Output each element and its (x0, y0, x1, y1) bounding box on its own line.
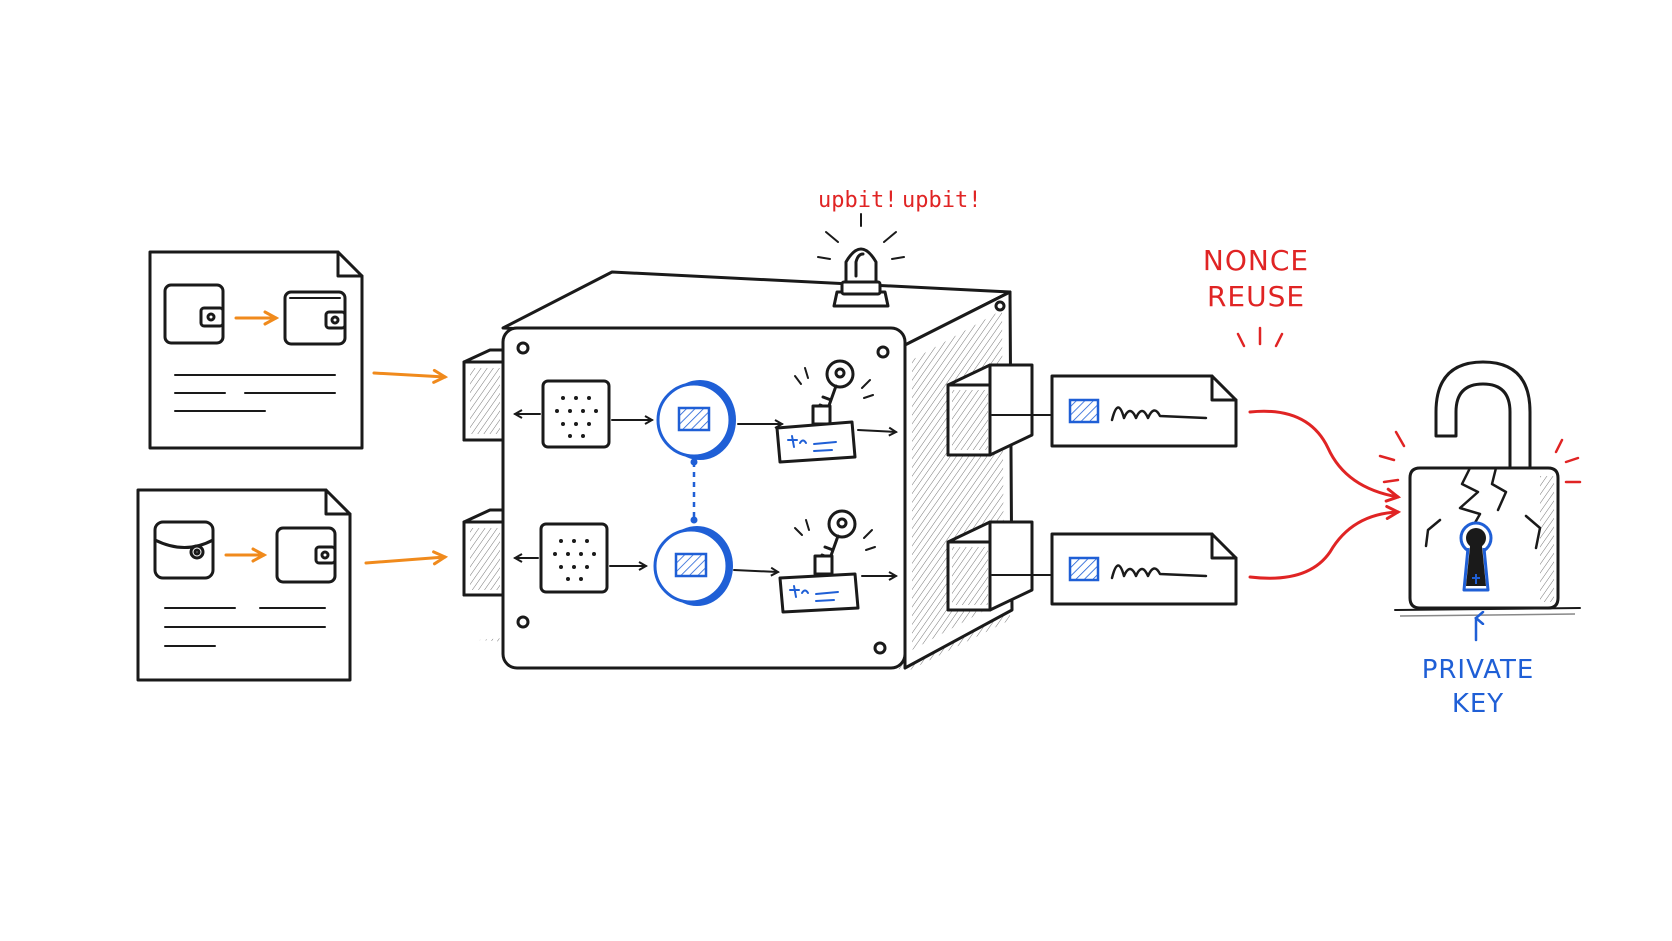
chip-icon (539, 522, 609, 594)
nonce-coin-icon (656, 380, 736, 460)
result-label-line2: KEY (1452, 689, 1504, 719)
input-document-1 (148, 250, 364, 450)
broken-padlock-icon (1378, 360, 1582, 617)
signature-icon (775, 420, 857, 464)
input-arrow-1 (372, 373, 445, 377)
alarm-light-icon (817, 213, 905, 308)
result-label-line1: PRIVATE (1422, 655, 1535, 685)
key-icon (794, 509, 876, 576)
signature-icon (778, 572, 860, 614)
document-icon (136, 488, 352, 682)
wallet-icon (153, 520, 215, 580)
output-signature-2 (1050, 532, 1238, 606)
leak-arrow-1 (1248, 409, 1398, 497)
document-icon (148, 250, 364, 450)
input-port-1 (462, 348, 505, 442)
nonce-coin-icon (653, 526, 733, 606)
wallet-icon (163, 283, 225, 345)
alarm-sound-right: upbit! (902, 188, 981, 213)
hsm-box-icon (462, 213, 1034, 670)
output-signature-1 (1050, 374, 1238, 448)
key-icon (794, 359, 874, 426)
warning-label-line1: NONCE (1203, 244, 1309, 277)
wallet-icon (275, 526, 337, 584)
chip-icon (541, 379, 611, 449)
alarm-sound-left: upbit! (818, 188, 897, 213)
output-port-1 (946, 363, 1034, 457)
output-port-2 (946, 520, 1034, 612)
input-port-2 (462, 508, 505, 597)
keyhole-icon (1459, 521, 1493, 592)
input-document-2 (136, 488, 352, 682)
input-arrow-2 (364, 557, 445, 563)
wallet-icon (283, 290, 347, 346)
leak-arrow-2 (1248, 512, 1398, 580)
warning-label-line2: REUSE (1207, 280, 1305, 313)
